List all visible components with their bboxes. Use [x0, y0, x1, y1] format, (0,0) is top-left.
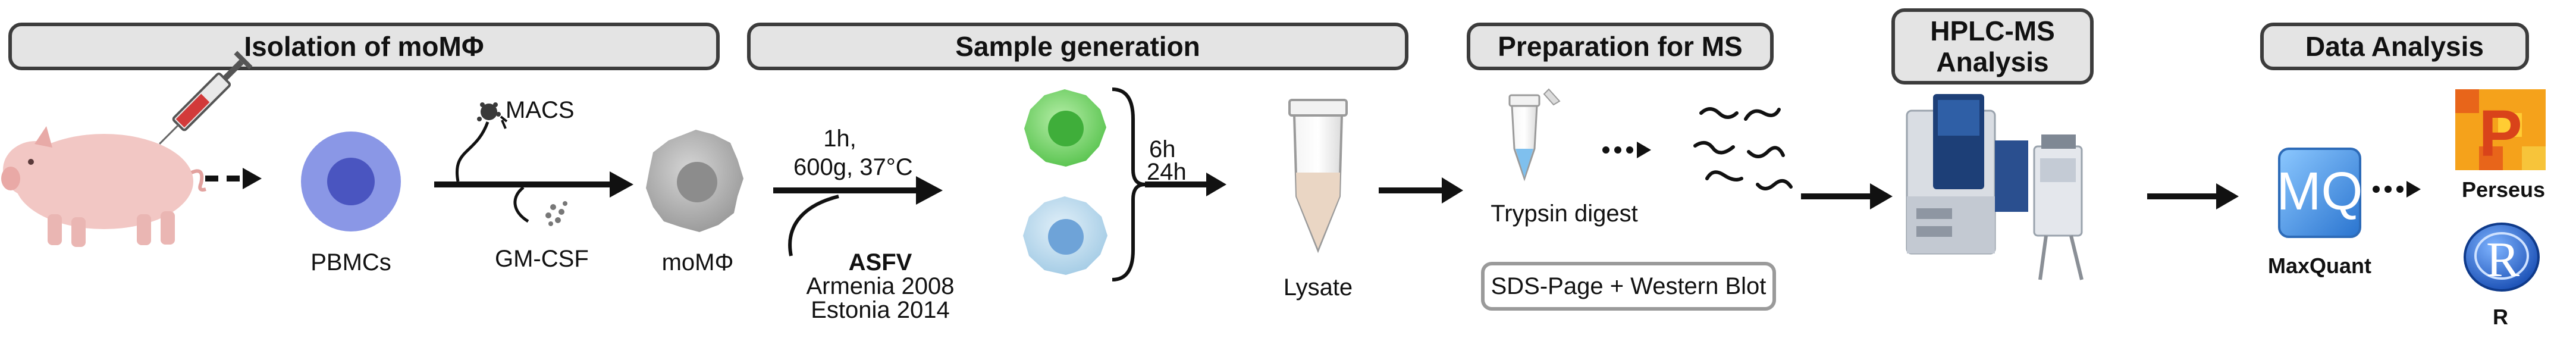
label-condition-spin: 600g, 37°C — [793, 154, 913, 180]
label-pbmcs: PBMCs — [310, 249, 391, 276]
infected-cell-blue-icon — [1023, 196, 1107, 275]
label-estonia: Estonia 2014 — [811, 297, 950, 323]
label-perseus: Perseus — [2461, 177, 2546, 202]
label-lysate: Lysate — [1283, 274, 1353, 301]
ellipsis-dots-1 — [1602, 142, 1651, 158]
arrow-hplc-to-maxquant — [2147, 183, 2239, 209]
sds-page-western-blot-box: SDS-Page + Western Blot — [1481, 262, 1776, 311]
label-r: R — [2493, 305, 2508, 329]
stage-header-preparation: Preparation for MS — [1467, 23, 1774, 70]
maxquant-logo-text: MQ — [2277, 162, 2363, 221]
stage-header-data-analysis: Data Analysis — [2260, 23, 2529, 70]
infected-cell-green-icon — [1024, 89, 1106, 167]
hplc-ms-instrument-icon — [1906, 94, 2084, 280]
time-bracket — [1112, 87, 1146, 281]
maxquant-logo-icon: MQ — [2277, 148, 2363, 238]
gm-csf-dots-icon — [545, 201, 567, 226]
stage-header-sample-generation: Sample generation — [747, 23, 1408, 70]
perseus-logo-text: P — [2478, 97, 2522, 170]
arrow-pig-to-pbmc — [205, 168, 262, 189]
arrow-infection — [773, 176, 943, 256]
ellipsis-dots-2 — [2373, 181, 2421, 198]
stage-header-hplc: HPLC-MS Analysis — [1891, 8, 2094, 84]
arrow-digest-to-hplc — [1801, 183, 1893, 209]
label-maxquant: MaxQuant — [2267, 254, 2372, 278]
label-gm-csf: GM-CSF — [495, 246, 589, 272]
label-asfv: ASFV — [848, 249, 912, 276]
perseus-logo-icon: P — [2455, 89, 2546, 170]
label-condition-time: 1h, — [823, 126, 856, 152]
trypsin-tube-icon — [1508, 88, 1561, 181]
label-trypsin-digest: Trypsin digest — [1491, 201, 1638, 227]
label-armenia: Armenia 2008 — [806, 273, 955, 299]
label-momphi: moMΦ — [661, 249, 734, 276]
arrow-to-lysate — [1145, 173, 1226, 196]
label-sds-page: SDS-Page + Western Blot — [1491, 273, 1767, 299]
arrow-pbmc-to-momphi — [434, 171, 633, 223]
macrophage-cell-icon — [646, 130, 743, 232]
label-macs: MACS — [506, 97, 575, 123]
syringe-icon — [159, 51, 253, 145]
r-logo-icon: R — [2464, 223, 2540, 292]
lysate-tube-icon — [1288, 99, 1348, 254]
r-logo-text: R — [2486, 232, 2519, 287]
label-24h: 24h — [1147, 159, 1187, 185]
arrow-lysate-to-digest — [1379, 177, 1463, 204]
stage-header-isolation: Isolation of moMΦ — [8, 23, 720, 70]
peptides-icon — [1693, 107, 1793, 190]
macs-magnet-icon — [456, 102, 508, 182]
pbmc-cell-icon — [301, 132, 401, 231]
pig-icon — [1, 126, 206, 247]
label-6h: 6h — [1149, 136, 1176, 162]
